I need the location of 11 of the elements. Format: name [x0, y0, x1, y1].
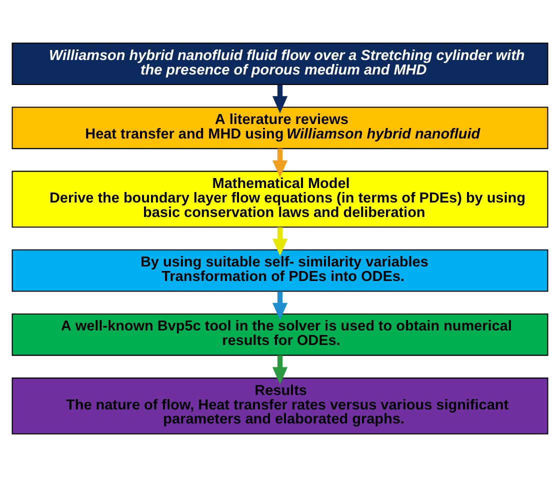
- arrow: [272, 84, 288, 114]
- node-box: A literature reviews Heat transfer and MHD using Williamson hybrid nanofluid: [12, 106, 548, 150]
- node-box: Williamson hybrid nanofluid fluid flow over a Stretching cylinder with the presence of porous medium and MHD: [12, 42, 548, 85]
- arrow: [272, 292, 288, 320]
- node-box: Results The nature of flow, Heat transfer rates versus various significant parameters and elaborated graphs.: [12, 378, 548, 434]
- node-box: Mathematical Model Derive the boundary layer flow equations (in terms of PDEs) by using basic conservation laws and deliberation: [12, 170, 548, 228]
- arrow: [272, 227, 288, 256]
- arrow: [272, 355, 288, 384]
- node-box: A well-known Bvp5c tool in the solver is used to obtain numerical results for ODEs.: [12, 313, 548, 356]
- node-box: By using suitable self- similarity variables Transformation of PDEs into ODEs.: [12, 249, 548, 292]
- arrow: [272, 148, 288, 178]
